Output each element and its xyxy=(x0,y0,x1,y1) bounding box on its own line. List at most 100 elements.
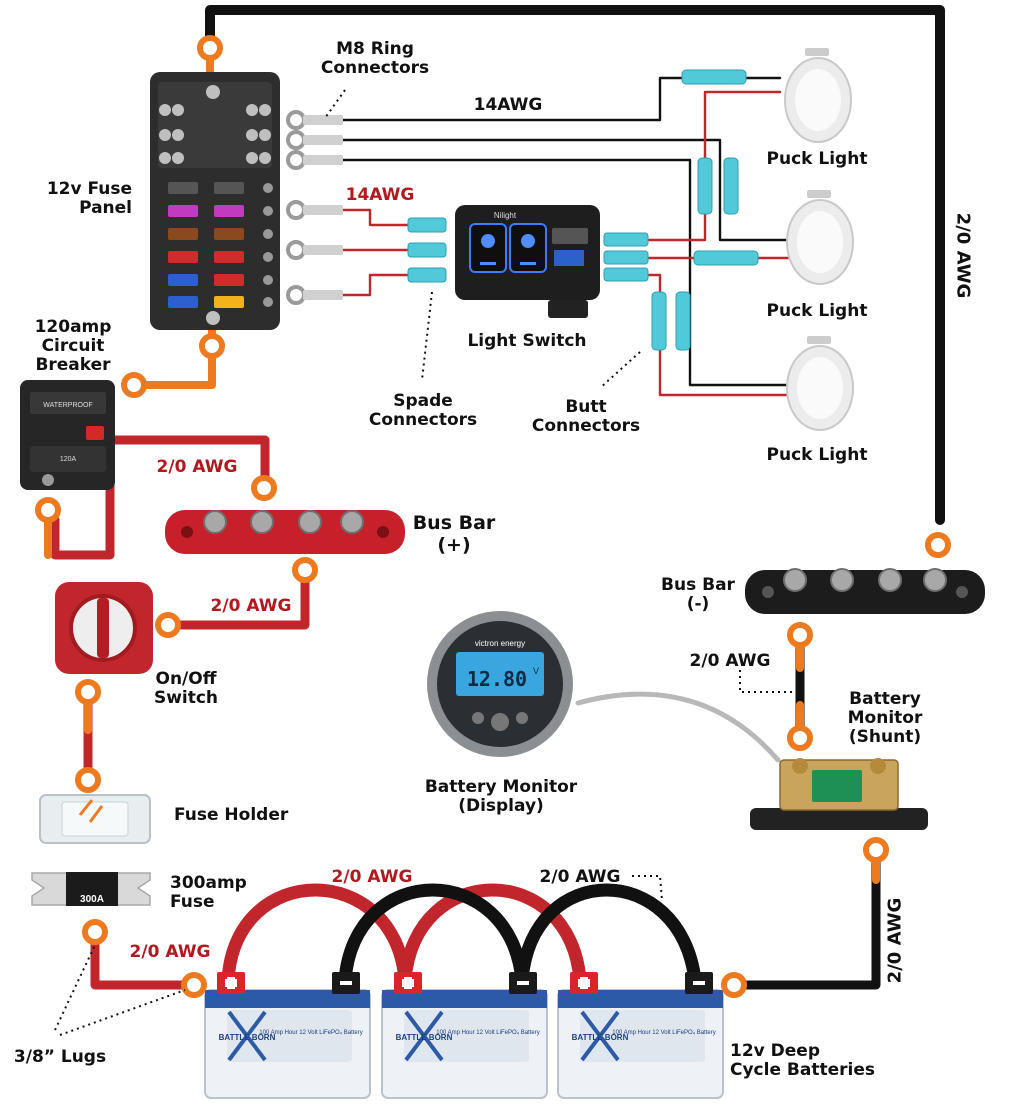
ring-connector xyxy=(286,240,343,260)
label-light-switch: Light Switch xyxy=(467,331,587,351)
label-lugs: 3/8” Lugs xyxy=(13,1047,107,1067)
fuse-300a: 300A xyxy=(31,872,151,906)
label-2-0-awg-fuse: 2/0 AWG xyxy=(129,942,211,962)
monitor-brand-text: victron energy xyxy=(475,639,525,648)
switch-led-icon xyxy=(481,234,495,248)
label-fuse-holder: Fuse Holder xyxy=(174,805,289,825)
spade-connector xyxy=(407,242,447,258)
spade-connector xyxy=(407,217,447,233)
label-14awg-top: 14AWG xyxy=(473,95,543,115)
ring-connector xyxy=(286,150,343,170)
battery-brand-text: BATTLE BORN xyxy=(396,1033,453,1042)
monitor-reading-text: 12.80 xyxy=(467,667,527,691)
label-2-0-awg-bottom-right-vertical: 2/0 AWG xyxy=(884,897,906,984)
butt-connector xyxy=(675,291,691,351)
leader-butt xyxy=(599,351,641,389)
battery-positive-terminal xyxy=(217,972,245,994)
ring-connector xyxy=(286,200,343,220)
lug-ring xyxy=(292,557,318,583)
butt-connector xyxy=(723,157,739,215)
leader-m8 xyxy=(324,89,346,119)
lug-ring xyxy=(82,919,108,945)
ring-connector xyxy=(286,110,343,130)
label-bus-bar-negative: Bus Bar(-) xyxy=(661,575,735,614)
circuit-breaker: WATERPROOF 120A xyxy=(20,380,115,490)
orange-wire-panel-bottom xyxy=(136,326,216,389)
battery-black-jumper-2 xyxy=(515,883,702,987)
ring-connector xyxy=(286,130,343,150)
usb-voltmeter-display xyxy=(554,250,584,266)
label-battery-monitor-display: Battery Monitor(Display) xyxy=(424,777,578,816)
wire-ring3-to-light3 xyxy=(328,158,797,387)
butt-connector xyxy=(693,250,759,266)
butt-connectors xyxy=(651,69,759,351)
leader-lines xyxy=(54,89,792,1036)
red-wire-breaker-to-bus xyxy=(50,435,270,560)
battery-negative-terminal xyxy=(332,972,360,994)
switch-output-connectors xyxy=(603,232,649,282)
lug-ring xyxy=(199,333,225,359)
battery-black-jumper-1 xyxy=(338,883,529,987)
battery-brand-text: BATTLE BORN xyxy=(219,1033,276,1042)
lug-ring xyxy=(251,475,277,501)
monitor-button-icon xyxy=(472,712,484,724)
butt-connector xyxy=(651,291,667,351)
onoff-battery-switch xyxy=(55,582,153,674)
butt-connector xyxy=(697,157,713,215)
bus-bar-negative-body xyxy=(745,570,985,614)
leader-shunt-awg xyxy=(739,670,792,693)
red-wire-panel-to-switch-1 xyxy=(333,208,412,227)
battery-desc-text: 100 Amp Hour 12 Volt LiFePO₄ Battery xyxy=(612,1030,716,1036)
label-bus-bar-positive: Bus Bar(+) xyxy=(412,512,496,556)
ring-lugs xyxy=(35,35,951,998)
lug-ring xyxy=(181,972,207,998)
switch-brand-text: Nilight xyxy=(494,211,517,220)
wire-ring2-to-light2 xyxy=(328,138,797,242)
battery-positive-terminal xyxy=(570,972,598,994)
monitor-screen xyxy=(456,652,544,696)
lug-ring xyxy=(787,725,813,751)
label-puck-light-3: Puck Light xyxy=(766,445,868,465)
puck-light-3 xyxy=(786,336,854,431)
label-2-0-awg-shunt: 2/0 AWG xyxy=(689,651,771,671)
red-wire-switch-to-light3 xyxy=(643,273,797,397)
lug-ring xyxy=(925,532,951,558)
monitor-unit-text: V xyxy=(533,666,539,676)
bus-bar-positive-body xyxy=(165,510,405,554)
battery-shunt xyxy=(750,758,928,830)
battery-red-jumper-2 xyxy=(398,883,587,987)
label-puck-light-2: Puck Light xyxy=(766,301,868,321)
spade-connector xyxy=(407,267,447,283)
spade-connectors xyxy=(407,217,447,283)
battery-positive-terminal xyxy=(394,972,422,994)
fuse-rating-text: 300A xyxy=(80,894,104,905)
battery-negative-terminal xyxy=(685,972,713,994)
label-2-0-awg-breaker: 2/0 AWG xyxy=(156,457,238,477)
battery-negative-terminal xyxy=(509,972,537,994)
lug-ring xyxy=(863,837,889,863)
ring-connector xyxy=(286,285,343,305)
monitor-cable xyxy=(575,691,781,763)
leader-lugs-1 xyxy=(54,944,96,1031)
lug-ring xyxy=(787,622,813,648)
lug-ring xyxy=(197,35,223,61)
battery-desc-text: 100 Amp Hour 12 Volt LiFePO₄ Battery xyxy=(259,1030,363,1036)
puck-light-1 xyxy=(784,48,852,143)
lug-ring xyxy=(75,767,101,793)
label-2-0-awg-right-vertical: 2/0 AWG xyxy=(952,212,974,299)
butt-connector xyxy=(681,69,747,85)
lug-ring xyxy=(155,612,181,638)
black-wire-shunt-to-battery xyxy=(733,845,881,990)
red-wire-panel-to-switch-3 xyxy=(333,273,412,297)
battery-monitor-display: victron energy 12.80 V xyxy=(427,611,573,757)
